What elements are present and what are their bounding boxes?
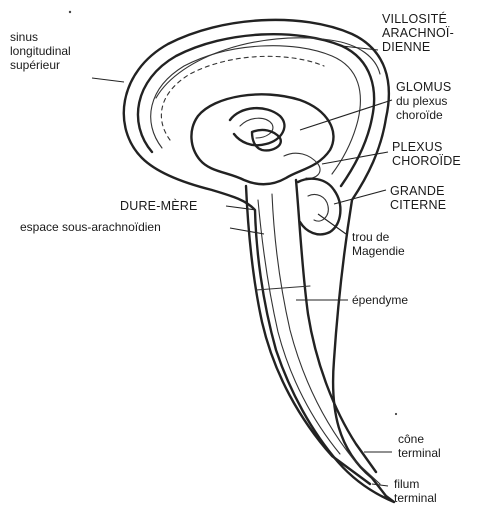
label-magendie-line1: trou de bbox=[352, 230, 405, 244]
cisterna-magna bbox=[308, 194, 328, 221]
label-citerne-line1: GRANDE bbox=[390, 184, 446, 198]
label-magendie-line2: Magendie bbox=[352, 244, 405, 258]
ventricle-outline bbox=[230, 108, 284, 145]
label-plexus: PLEXUS CHOROÏDE bbox=[392, 140, 461, 168]
label-sinus-line2: longitudinal bbox=[10, 44, 71, 58]
label-sinus-line3: supérieur bbox=[10, 58, 71, 72]
label-plexus-line1: PLEXUS bbox=[392, 140, 461, 154]
label-villosite-line3: DIENNE bbox=[382, 40, 454, 54]
label-sinus-line1: sinus bbox=[10, 30, 71, 44]
label-villosite: VILLOSITÉ ARACHNOÏ- DIENNE bbox=[382, 12, 454, 54]
label-espace: espace sous-arachnoïdien bbox=[20, 220, 161, 234]
label-cone-line2: terminal bbox=[398, 446, 441, 460]
leader-espace bbox=[230, 228, 264, 234]
label-grande-citerne: GRANDE CITERNE bbox=[390, 184, 446, 212]
label-filum-terminal: filum terminal bbox=[394, 477, 437, 505]
label-filum-line2: terminal bbox=[394, 491, 437, 505]
leader-sinus bbox=[92, 78, 124, 82]
label-glomus-line1: GLOMUS bbox=[396, 80, 451, 94]
label-sinus: sinus longitudinal supérieur bbox=[10, 30, 71, 72]
speck bbox=[69, 11, 71, 13]
cord-lower-band bbox=[256, 286, 310, 290]
label-glomus-line3: choroïde bbox=[396, 108, 451, 122]
leader-glomus bbox=[300, 100, 392, 130]
arachnoid-layer bbox=[151, 46, 361, 174]
choroid-plexus bbox=[284, 153, 320, 178]
label-villosite-line2: ARACHNOÏ- bbox=[382, 26, 454, 40]
speck-2 bbox=[395, 413, 397, 415]
label-glomus-line2: du plexus bbox=[396, 94, 451, 108]
label-cone-line1: cône bbox=[398, 432, 441, 446]
label-magendie: trou de Magendie bbox=[352, 230, 405, 258]
label-villosite-line1: VILLOSITÉ bbox=[382, 12, 454, 26]
label-citerne-line2: CITERNE bbox=[390, 198, 446, 212]
label-cone-terminal: cône terminal bbox=[398, 432, 441, 460]
label-plexus-line2: CHOROÏDE bbox=[392, 154, 461, 168]
label-dure-mere: DURE-MÈRE bbox=[120, 199, 198, 213]
label-glomus: GLOMUS du plexus choroïde bbox=[396, 80, 451, 122]
leader-citerne bbox=[334, 190, 386, 204]
ventricle-inner bbox=[240, 118, 273, 138]
label-filum-line1: filum bbox=[394, 477, 437, 491]
outer-dura-outline bbox=[124, 20, 394, 502]
label-ependyme: épendyme bbox=[352, 293, 408, 307]
